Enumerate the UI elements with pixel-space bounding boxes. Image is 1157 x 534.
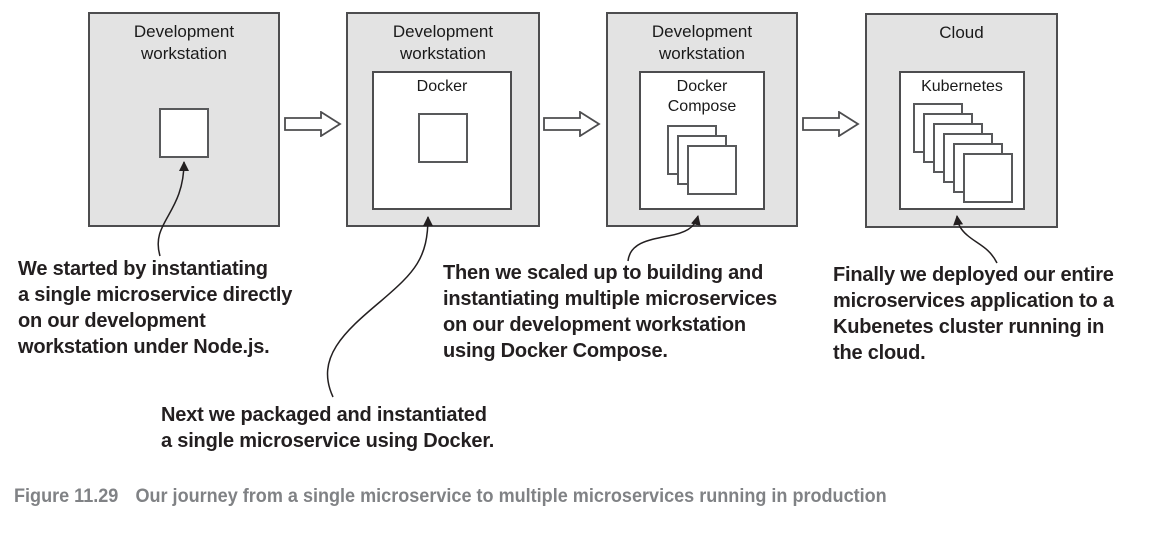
docker-compose-box: Docker Compose <box>639 71 765 210</box>
kubernetes-label: Kubernetes <box>921 78 1003 95</box>
docker-compose-label: Docker Compose <box>667 78 737 115</box>
stage-box-workstation-docker: Development workstation Docker <box>346 12 540 227</box>
docker-label: Docker <box>416 78 468 95</box>
figure-caption: Figure 11.29 Our journey from a single mi… <box>14 486 887 508</box>
caption-text: Our journey from a single microservice t… <box>135 486 887 507</box>
annotation-kubernetes: Finally we deployed our entire microserv… <box>833 264 1114 364</box>
microservice-square <box>418 113 468 163</box>
stage-box-workstation-nodejs: Development workstation <box>88 12 280 227</box>
stage-box-workstation-docker-compose: Development workstation Docker Compose <box>606 12 798 227</box>
stage-label: Development workstation <box>133 22 235 63</box>
stage-box-cloud-kubernetes: Cloud Kubernetes <box>865 13 1058 228</box>
annotation-nodejs: We started by instantiating a single mic… <box>18 258 293 358</box>
microservice-square <box>159 108 209 158</box>
annotation-docker: Next we packaged and instantiated a sing… <box>161 404 495 452</box>
flow-arrow-icon <box>543 111 601 137</box>
stage-label: Development workstation <box>651 22 753 63</box>
annotation-docker-compose: Then we scaled up to building and instan… <box>443 262 778 362</box>
microservice-square <box>963 153 1013 203</box>
kubernetes-box: Kubernetes <box>899 71 1025 210</box>
caption-label: Figure 11.29 <box>14 486 119 507</box>
microservice-square <box>687 145 737 195</box>
stage-label: Cloud <box>939 23 984 42</box>
flow-arrow-icon <box>284 111 342 137</box>
docker-box: Docker <box>372 71 512 210</box>
leader-arrow-docker <box>326 216 433 398</box>
stage-label: Development workstation <box>392 22 494 63</box>
flow-arrow-icon <box>802 111 860 137</box>
